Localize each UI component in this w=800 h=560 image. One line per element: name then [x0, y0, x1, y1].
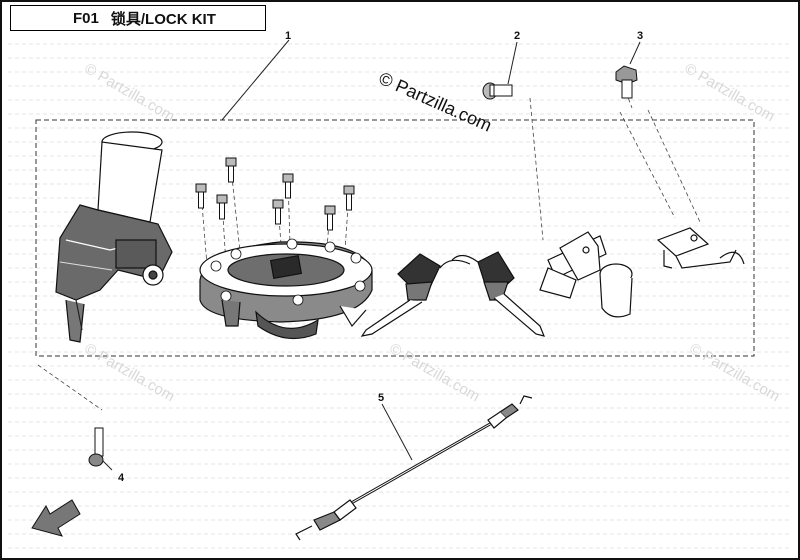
cap-bolts — [195, 157, 355, 231]
lock-cable — [295, 395, 533, 541]
bolt-2 — [482, 82, 513, 100]
callout-4: 4 — [118, 472, 125, 484]
cap-bolt — [324, 205, 336, 231]
cap-bolt — [343, 185, 355, 211]
fwd-arrow-icon — [31, 499, 81, 537]
diagram-title: 锁具/LOCK KIT — [110, 10, 216, 28]
diagram-title-box: F01 锁具/LOCK KIT — [10, 5, 266, 31]
cap-bolt — [225, 157, 237, 183]
callout-2: 2 — [514, 30, 521, 42]
callout-5: 5 — [378, 392, 385, 404]
mount-bracket — [539, 231, 633, 318]
leader-5 — [381, 403, 413, 461]
side-bracket — [656, 227, 745, 269]
callout-1: 1 — [285, 30, 292, 42]
assembly-boundary — [35, 119, 755, 357]
bolt-3 — [615, 65, 638, 99]
cap-bolt — [216, 194, 228, 220]
cap-bolt — [272, 199, 284, 225]
keys — [360, 251, 545, 337]
cap-bolt — [195, 183, 207, 209]
leader-3 — [629, 41, 641, 65]
cap-bolt — [282, 173, 294, 199]
diagram-code: F01 — [73, 9, 99, 27]
leader-2 — [507, 41, 518, 85]
callout-3: 3 — [637, 30, 644, 42]
fuel-tank-cap — [199, 238, 373, 340]
leader-1 — [221, 39, 290, 121]
bolt-4 — [88, 427, 104, 467]
ignition-switch — [55, 131, 173, 343]
